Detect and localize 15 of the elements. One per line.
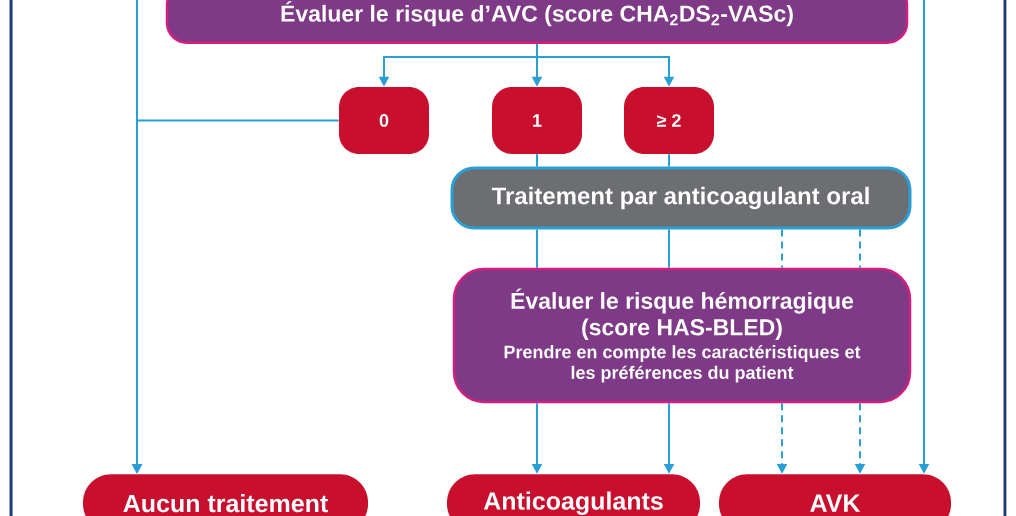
assessment-box: Évaluer le risque d’AVC (score CHA$_{2}$DS$_{2}$-VASc) [165, 0, 909, 44]
score-box: 1 [492, 87, 582, 154]
outcome-box: AVK [719, 474, 951, 516]
outcome-box: Anticoagulants [447, 474, 700, 516]
score-box: 0 [339, 87, 429, 154]
connector-line [668, 153, 670, 168]
connector-line [536, 228, 538, 269]
score-box: ≥ 2 [624, 87, 714, 154]
treatment-box: Traitement par anticoagulant oral [450, 166, 912, 230]
connector-line [536, 153, 538, 168]
connector-line [859, 228, 861, 269]
assessment-box: Évaluer le risque hémorragique (score HAS-BLED) Prendre en compte les caractéristiques et les préférences du patient [452, 267, 912, 404]
connector-line [668, 228, 670, 269]
connector-line [781, 228, 783, 269]
outcome-box: Aucun traitement [83, 474, 368, 516]
